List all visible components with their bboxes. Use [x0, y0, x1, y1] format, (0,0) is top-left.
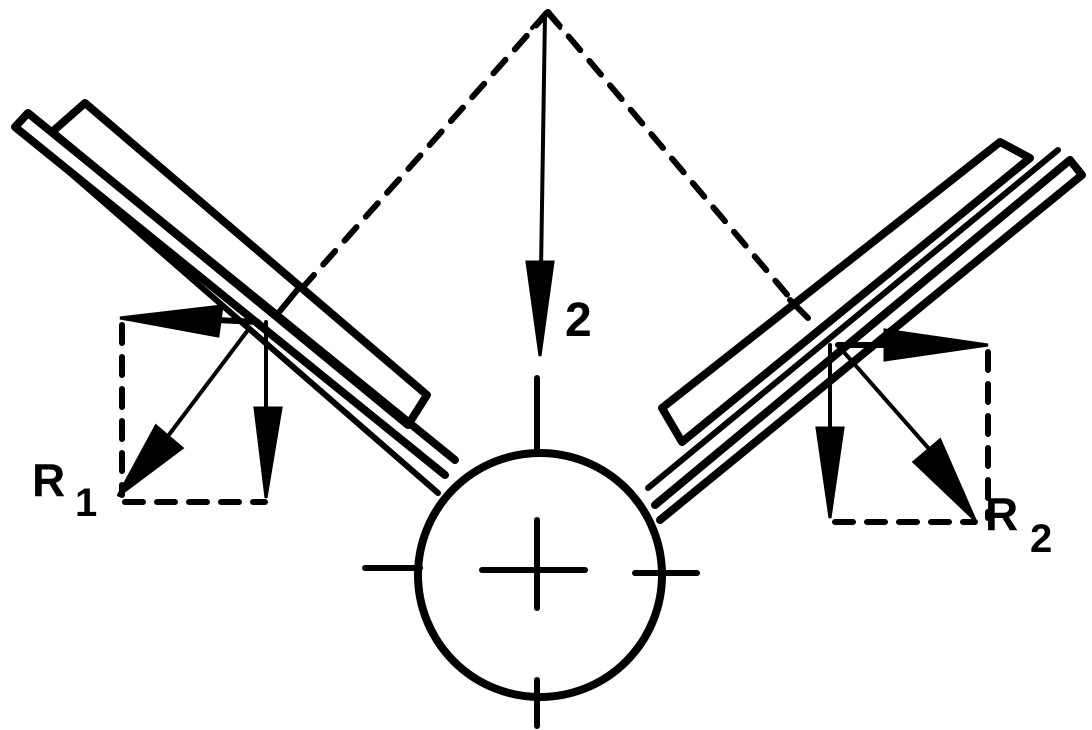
force-label: 2 [565, 294, 592, 347]
right-support [645, 138, 1086, 524]
reaction-left: R 1 [32, 304, 283, 525]
r2-resultant-arrowhead [911, 437, 977, 522]
r1-label: R [32, 454, 65, 506]
force-arrowhead [525, 260, 555, 357]
left-support [11, 99, 459, 496]
force-envelope-right [545, 9, 793, 301]
r1-vertical-arrowhead [253, 406, 283, 499]
right-support-plate-mark [787, 297, 811, 321]
r2-label-subscript: 2 [1030, 517, 1052, 561]
left-support-plate [48, 99, 431, 429]
shaft [362, 375, 700, 729]
applied-force: 2 [302, 9, 793, 357]
r2-horizontal-arrowhead [883, 328, 989, 362]
r1-horizontal-arrowhead [119, 304, 224, 338]
right-support-rail-inner [645, 147, 1061, 491]
force-envelope-left [302, 9, 551, 288]
r2-label: R [985, 488, 1018, 540]
left-support-rail [11, 109, 459, 479]
r1-resultant-line [163, 328, 250, 442]
force-arrow-top-tip [530, 10, 562, 30]
r2-vertical-arrowhead [815, 426, 845, 519]
force-arrow-shaft [539, 12, 547, 272]
r2-resultant-line [840, 348, 932, 452]
r1-label-subscript: 1 [75, 481, 97, 525]
right-support-plate [658, 138, 1034, 446]
left-support-plate-mark [277, 286, 301, 314]
r1-resultant-arrowhead [116, 423, 185, 498]
reaction-right: R 2 [815, 328, 1052, 561]
left-support-rail-inner [27, 135, 441, 496]
